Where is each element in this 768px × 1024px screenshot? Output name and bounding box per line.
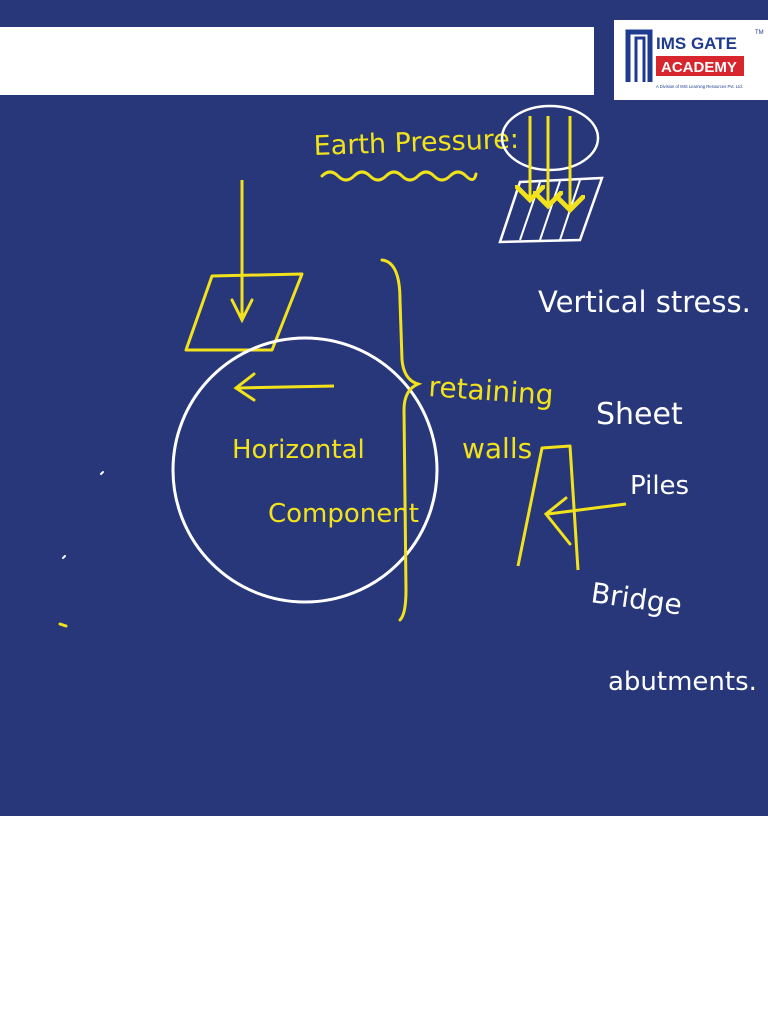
whiteboard-drawing: Earth Pressure: Vertical stress. Horizon… bbox=[58, 104, 757, 697]
logo-tagline: A Division of IMS Learning Resources Pvt… bbox=[656, 84, 743, 89]
horizontal-label: Horizontal bbox=[232, 435, 365, 465]
wall-pressure-arrowhead-icon bbox=[543, 496, 572, 546]
blank-area bbox=[0, 816, 768, 1024]
wall-sketch bbox=[516, 444, 580, 571]
wall-pressure-arrow-line bbox=[547, 502, 627, 516]
logo-trademark: TM bbox=[755, 30, 764, 36]
downward-arrowhead-icon bbox=[230, 298, 254, 324]
stray-mark-3 bbox=[58, 622, 68, 628]
wavy-underline bbox=[320, 170, 478, 182]
soil-element-parallelogram bbox=[184, 272, 304, 352]
stray-mark-1 bbox=[100, 471, 104, 475]
grouping-brace bbox=[380, 258, 423, 622]
component-label: Component bbox=[268, 499, 419, 529]
abutments-label: abutments. bbox=[608, 667, 757, 697]
horizontal-component-circle bbox=[171, 336, 439, 604]
logo-pillar-mark-icon bbox=[625, 29, 653, 82]
vertical-stress-label: Vertical stress. bbox=[538, 285, 751, 319]
sheet-label: Sheet bbox=[596, 397, 683, 432]
logo-line2: ACADEMY bbox=[661, 59, 737, 76]
logo-pillar-inner-icon bbox=[634, 36, 646, 82]
piles-label: Piles bbox=[630, 471, 689, 501]
horizontal-arrow-line bbox=[237, 384, 335, 390]
title-bar bbox=[0, 27, 594, 95]
soil-mass-oval bbox=[500, 104, 600, 172]
ims-gate-logo: IMS GATE TM ACADEMY A Division of IMS Le… bbox=[614, 20, 768, 100]
walls-label: walls bbox=[462, 432, 532, 465]
horizontal-arrowhead-icon bbox=[233, 372, 256, 402]
earth-pressure-heading: Earth Pressure: bbox=[313, 124, 519, 162]
soil-element-outline bbox=[498, 176, 604, 244]
stray-mark-2 bbox=[62, 555, 66, 559]
lecture-slide: IMS GATE TM ACADEMY A Division of IMS Le… bbox=[0, 0, 768, 816]
bridge-label: Bridge bbox=[589, 576, 684, 621]
logo-red-band bbox=[656, 56, 744, 76]
logo-line1: IMS GATE bbox=[656, 34, 737, 53]
retaining-label: retaining bbox=[428, 370, 555, 412]
